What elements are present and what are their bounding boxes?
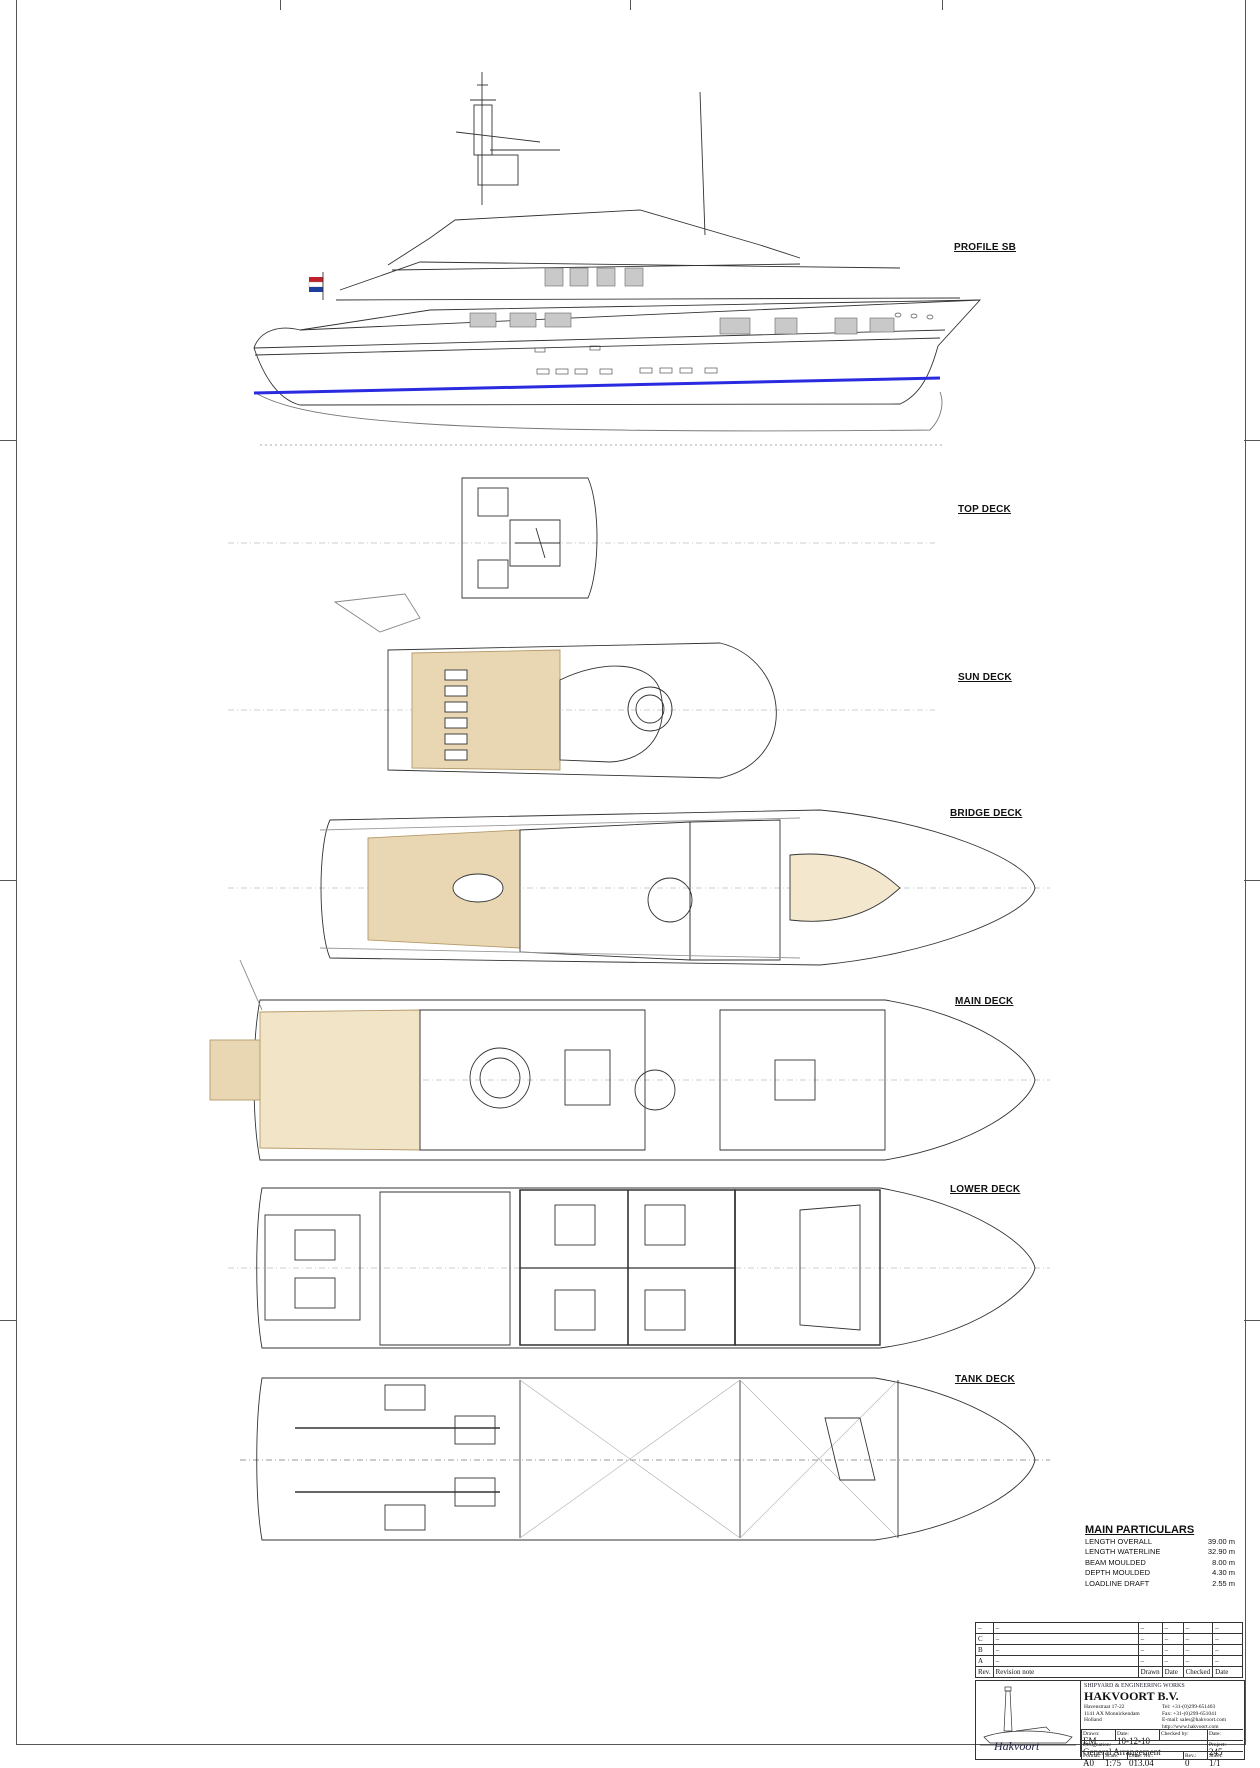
border-tick xyxy=(280,0,281,10)
sun-deck-label: SUN DECK xyxy=(958,672,1012,683)
lower-deck-view xyxy=(228,1187,1050,1349)
signature: Hakvoort xyxy=(994,1739,1040,1753)
top-deck-view xyxy=(228,477,935,599)
company-logo: Hakvoort xyxy=(976,1681,1081,1757)
top-deck-label: TOP DECK xyxy=(958,504,1011,515)
drawing-number-cell: Draw. No.:013.04 xyxy=(1127,1751,1183,1768)
company-header: SHIPYARD & ENGINEERING WORKS HAKVOORT B.… xyxy=(1084,1683,1185,1703)
border-tick xyxy=(0,1320,16,1321)
bridge-deck-view xyxy=(228,809,1050,966)
particulars-title: MAIN PARTICULARS xyxy=(1085,1524,1195,1536)
designation-cell: Designation:General Arrangement xyxy=(1081,1740,1207,1757)
revision-row: C––––– xyxy=(975,1633,1243,1645)
profile-label: PROFILE SB xyxy=(954,242,1017,253)
company-contact: Tel: +31-(0)299-651403 Fax: +31-(0)299-6… xyxy=(1162,1704,1227,1730)
revision-row: B––––– xyxy=(975,1644,1243,1656)
drawing-border xyxy=(16,0,1246,1745)
lighthouse-logo-icon xyxy=(980,1686,1076,1746)
tank-deck-view xyxy=(240,1377,1050,1541)
lower-deck-label: LOWER DECK xyxy=(950,1184,1021,1195)
border-tick xyxy=(1244,880,1260,881)
border-tick xyxy=(0,440,16,441)
border-tick xyxy=(630,0,631,10)
title-block: Hakvoort SHIPYARD & ENGINEERING WORKS HA… xyxy=(975,1680,1245,1768)
sheet-cell: Sheet:1/1 xyxy=(1207,1751,1243,1768)
format-cell: Format:A0 xyxy=(1081,1751,1103,1768)
profile-view xyxy=(253,72,982,446)
border-tick xyxy=(1244,1320,1260,1321)
revision-table: –––––– C––––– B––––– A––––– Rev.Revision… xyxy=(975,1622,1243,1678)
date-cell: Date:10-12-10 xyxy=(1115,1729,1159,1746)
company-name: HAKVOORT B.V. xyxy=(1084,1689,1179,1703)
checked-cell: Checked by: xyxy=(1159,1729,1207,1740)
main-deck-label: MAIN DECK xyxy=(955,996,1014,1007)
project-cell: Project:245 xyxy=(1207,1740,1243,1757)
revision-cell: Rev.:0 xyxy=(1183,1751,1207,1768)
bridge-deck-label: BRIDGE DECK xyxy=(950,808,1023,819)
tank-deck-label: TANK DECK xyxy=(955,1374,1015,1385)
border-tick xyxy=(942,0,943,10)
main-deck-view xyxy=(209,959,1050,1161)
company-address: Havenstraat 17-22 1141 AX Monnickendam H… xyxy=(1084,1704,1140,1723)
sun-deck-view xyxy=(228,593,935,779)
border-tick xyxy=(1244,440,1260,441)
scale-cell: Scale:1:75 xyxy=(1103,1751,1127,1768)
border-tick xyxy=(0,880,16,881)
revision-row: –––––– xyxy=(975,1622,1243,1634)
revision-row: A––––– xyxy=(975,1655,1243,1667)
date2-cell: Date: xyxy=(1207,1729,1243,1740)
drawn-cell: Drawn:EM xyxy=(1081,1729,1115,1746)
